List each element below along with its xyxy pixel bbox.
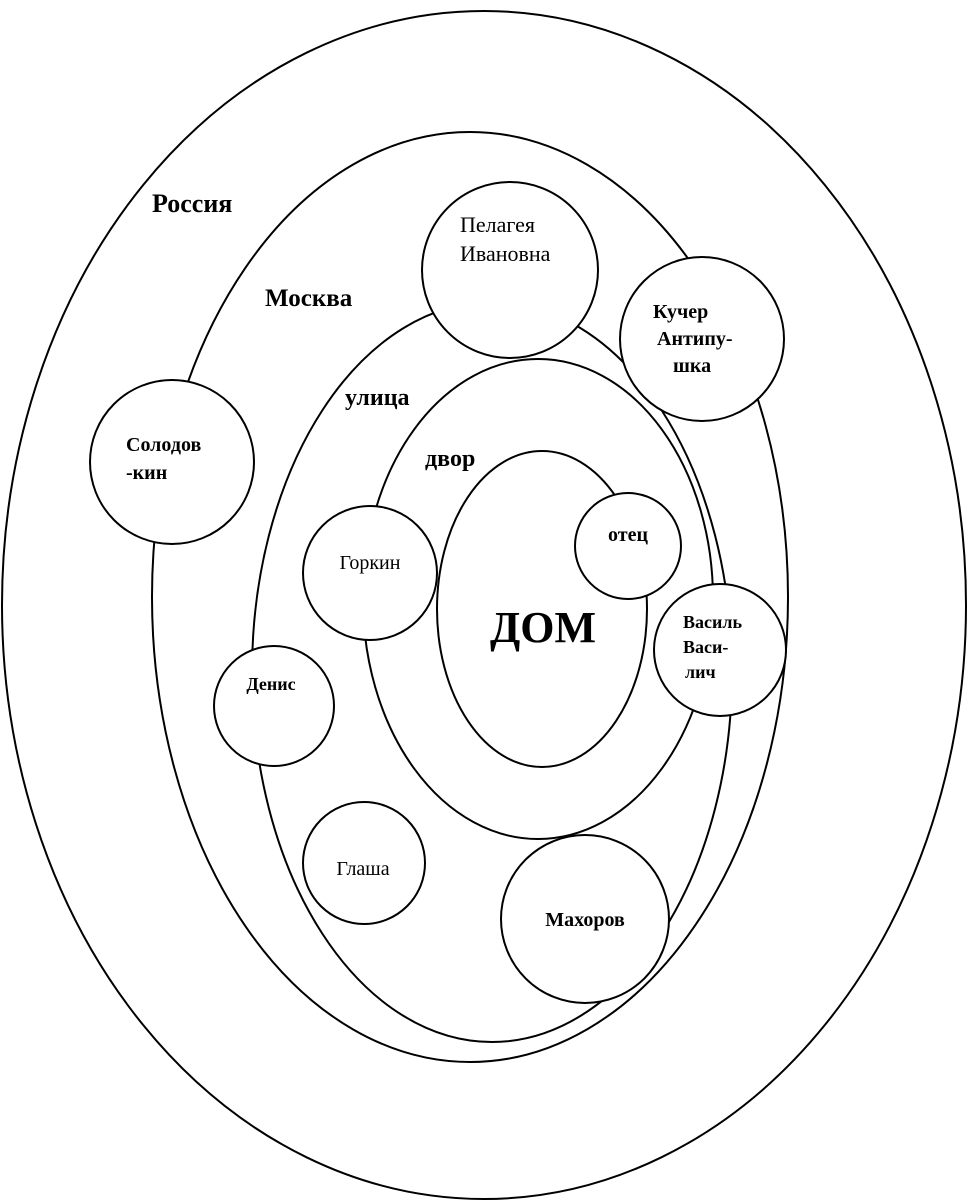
label-otets-line-1: отец	[608, 524, 648, 546]
label-vasil-line-2: Васи-	[683, 637, 728, 657]
label-denis: Денис	[246, 674, 295, 694]
node-otets	[574, 492, 682, 600]
label-vasil-line-3: лич	[685, 662, 716, 682]
label-solodovkin-line-1: Солодов	[126, 434, 201, 456]
ring-russia	[1, 10, 967, 1200]
label-solodovkin: Солодов -кин	[126, 434, 206, 484]
label-kucher-line-3: шка	[673, 355, 711, 377]
ring-house	[436, 450, 648, 768]
label-house: ДОМ	[490, 603, 596, 652]
label-vasil: Василь Васи- лич	[683, 612, 746, 682]
node-glasha	[302, 801, 426, 925]
node-gorkin	[302, 505, 438, 641]
label-gorkin: Горкин	[340, 552, 401, 574]
label-glasha: Глаша	[336, 858, 389, 880]
label-gorkin-line-1: Горкин	[340, 552, 401, 574]
node-vasil	[653, 583, 787, 717]
label-denis-line-1: Денис	[246, 674, 295, 694]
label-kucher-line-2: Антипу-	[657, 328, 733, 350]
label-makhorov: Махоров	[545, 909, 625, 931]
label-russia: Россия	[152, 189, 232, 218]
label-pelageya-line-1: Пелагея	[460, 212, 535, 237]
node-denis	[213, 645, 335, 767]
label-vasil-line-1: Василь	[683, 612, 742, 632]
ring-moscow	[151, 131, 789, 1063]
label-street: улица	[345, 385, 410, 411]
node-pelageya	[421, 181, 599, 359]
label-otets: отец	[608, 524, 648, 546]
label-solodovkin-line-2: -кин	[126, 462, 167, 484]
label-moscow: Москва	[265, 285, 353, 312]
node-solodovkin	[89, 379, 255, 545]
label-pelageya-line-2: Ивановна	[460, 241, 551, 266]
label-pelageya: Пелагея Ивановна	[460, 212, 551, 266]
label-glasha-line-1: Глаша	[336, 858, 389, 880]
node-kucher	[619, 256, 785, 422]
label-kucher-line-1: Кучер	[653, 301, 708, 323]
label-yard: двор	[425, 446, 475, 472]
label-makhorov-line-1: Махоров	[545, 909, 625, 931]
label-kucher: Кучер Антипу- шка	[653, 301, 738, 377]
node-makhorov	[500, 834, 670, 1004]
